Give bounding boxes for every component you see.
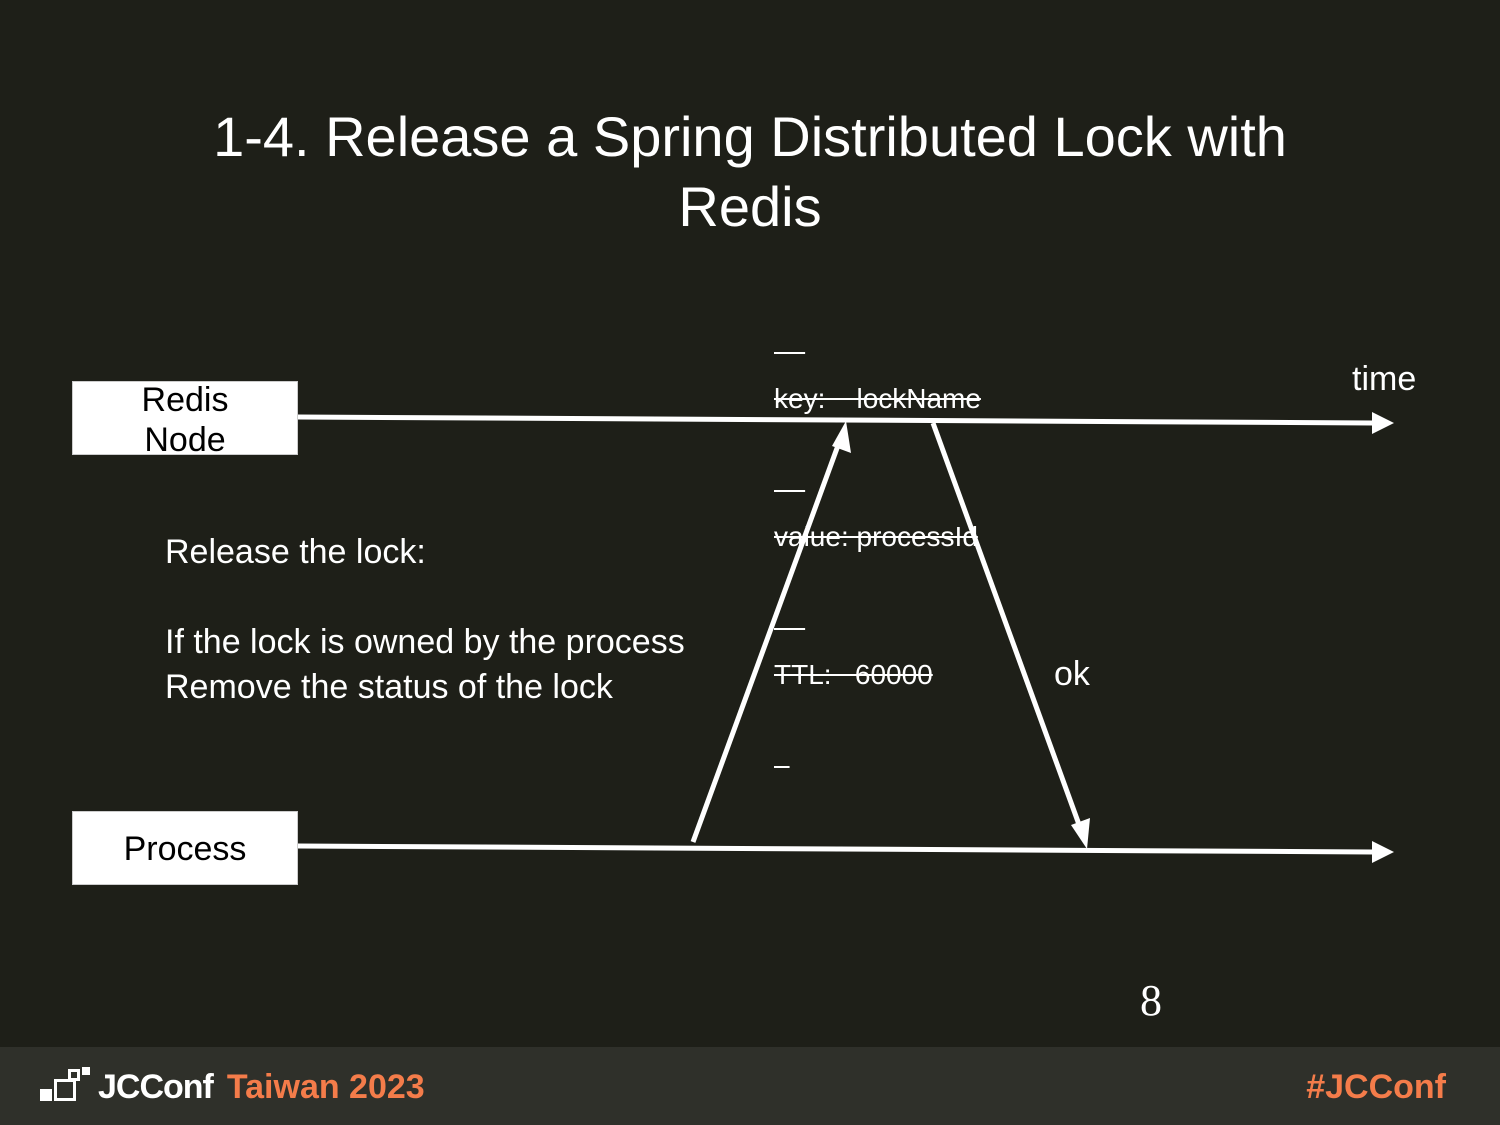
process-box: Process [72,811,298,885]
note-heading: Release the lock: [165,533,426,571]
lock-value: value: processId [774,521,978,552]
lock-info: key: lockName value: processId TTL: 6000… [774,284,981,790]
logo-event: Taiwan 2023 [226,1067,425,1106]
note-spacer [165,575,685,620]
redis-timeline-arrow [297,414,1373,426]
lock-ttl: TTL: 60000 [774,659,933,690]
blocks-logo-icon [40,1067,94,1107]
redis-node-box: Redis Node [72,381,298,455]
ok-label: ok [1054,655,1090,693]
note-line-2: Remove the status of the lock [165,668,613,706]
release-request-arrowhead [832,421,851,453]
redis-node-line-2: Node [144,421,226,455]
page-title: 1-4. Release a Spring Distributed Lock w… [0,102,1500,242]
process-timeline-arrowhead [1372,841,1394,863]
redis-timeline-arrowhead [1372,412,1394,434]
ok-response-arrowhead [1071,818,1090,849]
note-line-1: If the lock is owned by the process [165,623,685,661]
release-request-arrow [690,439,843,843]
hashtag: #JCConf [1306,1068,1446,1106]
title-line-1: 1-4. Release a Spring Distributed Lock w… [213,105,1287,168]
logo-brand: JCConf [98,1067,214,1106]
ok-response-arrow [930,422,1084,831]
footer-bar: JCConf Taiwan 2023 #JCConf [0,1047,1500,1125]
time-label: time [1352,360,1417,398]
lock-key: key: lockName [774,383,981,414]
title-line-2: Redis [678,175,822,238]
process-label: Process [123,830,247,868]
release-note: Release the lock: If the lock is owned b… [165,530,685,710]
redis-node-line-1: Redis [141,381,229,419]
process-timeline-arrow [297,843,1373,855]
conference-logo: JCConf Taiwan 2023 [40,1065,425,1109]
page-number: 8 [1140,976,1162,1025]
